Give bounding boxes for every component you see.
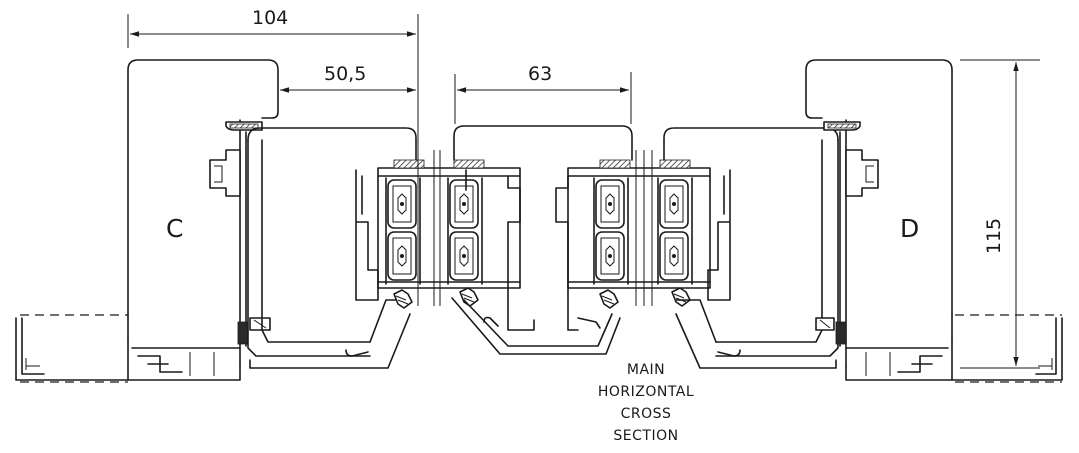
left-panel-label: C	[166, 214, 183, 243]
caption-line-2: HORIZONTAL	[598, 384, 694, 400]
dimension-mullion-width	[454, 72, 632, 124]
left-wall-panel	[15, 59, 279, 381]
dimension-label-63: 63	[528, 63, 552, 85]
dimension-height	[960, 59, 1040, 369]
caption-line-3: CROSS	[621, 406, 672, 422]
dimension-label-104: 104	[252, 7, 288, 29]
caption-line-1: MAIN	[627, 362, 665, 378]
right-wall-panel	[805, 59, 1063, 381]
center-mullion	[451, 125, 633, 355]
dimension-label-115: 115	[983, 218, 1005, 254]
left-glazing-unit	[377, 150, 521, 309]
dimension-overall-width	[127, 14, 419, 150]
dimension-label-50-5: 50,5	[324, 63, 366, 85]
left-sash-profile	[247, 127, 417, 369]
right-sash-profile	[663, 127, 839, 369]
exterior-wall-outline	[20, 314, 1062, 383]
right-panel-label: D	[900, 214, 919, 243]
section-caption: MAIN HORIZONTAL CROSS SECTION	[598, 362, 694, 444]
right-glazing-unit	[567, 150, 711, 309]
caption-line-4: SECTION	[613, 428, 678, 444]
